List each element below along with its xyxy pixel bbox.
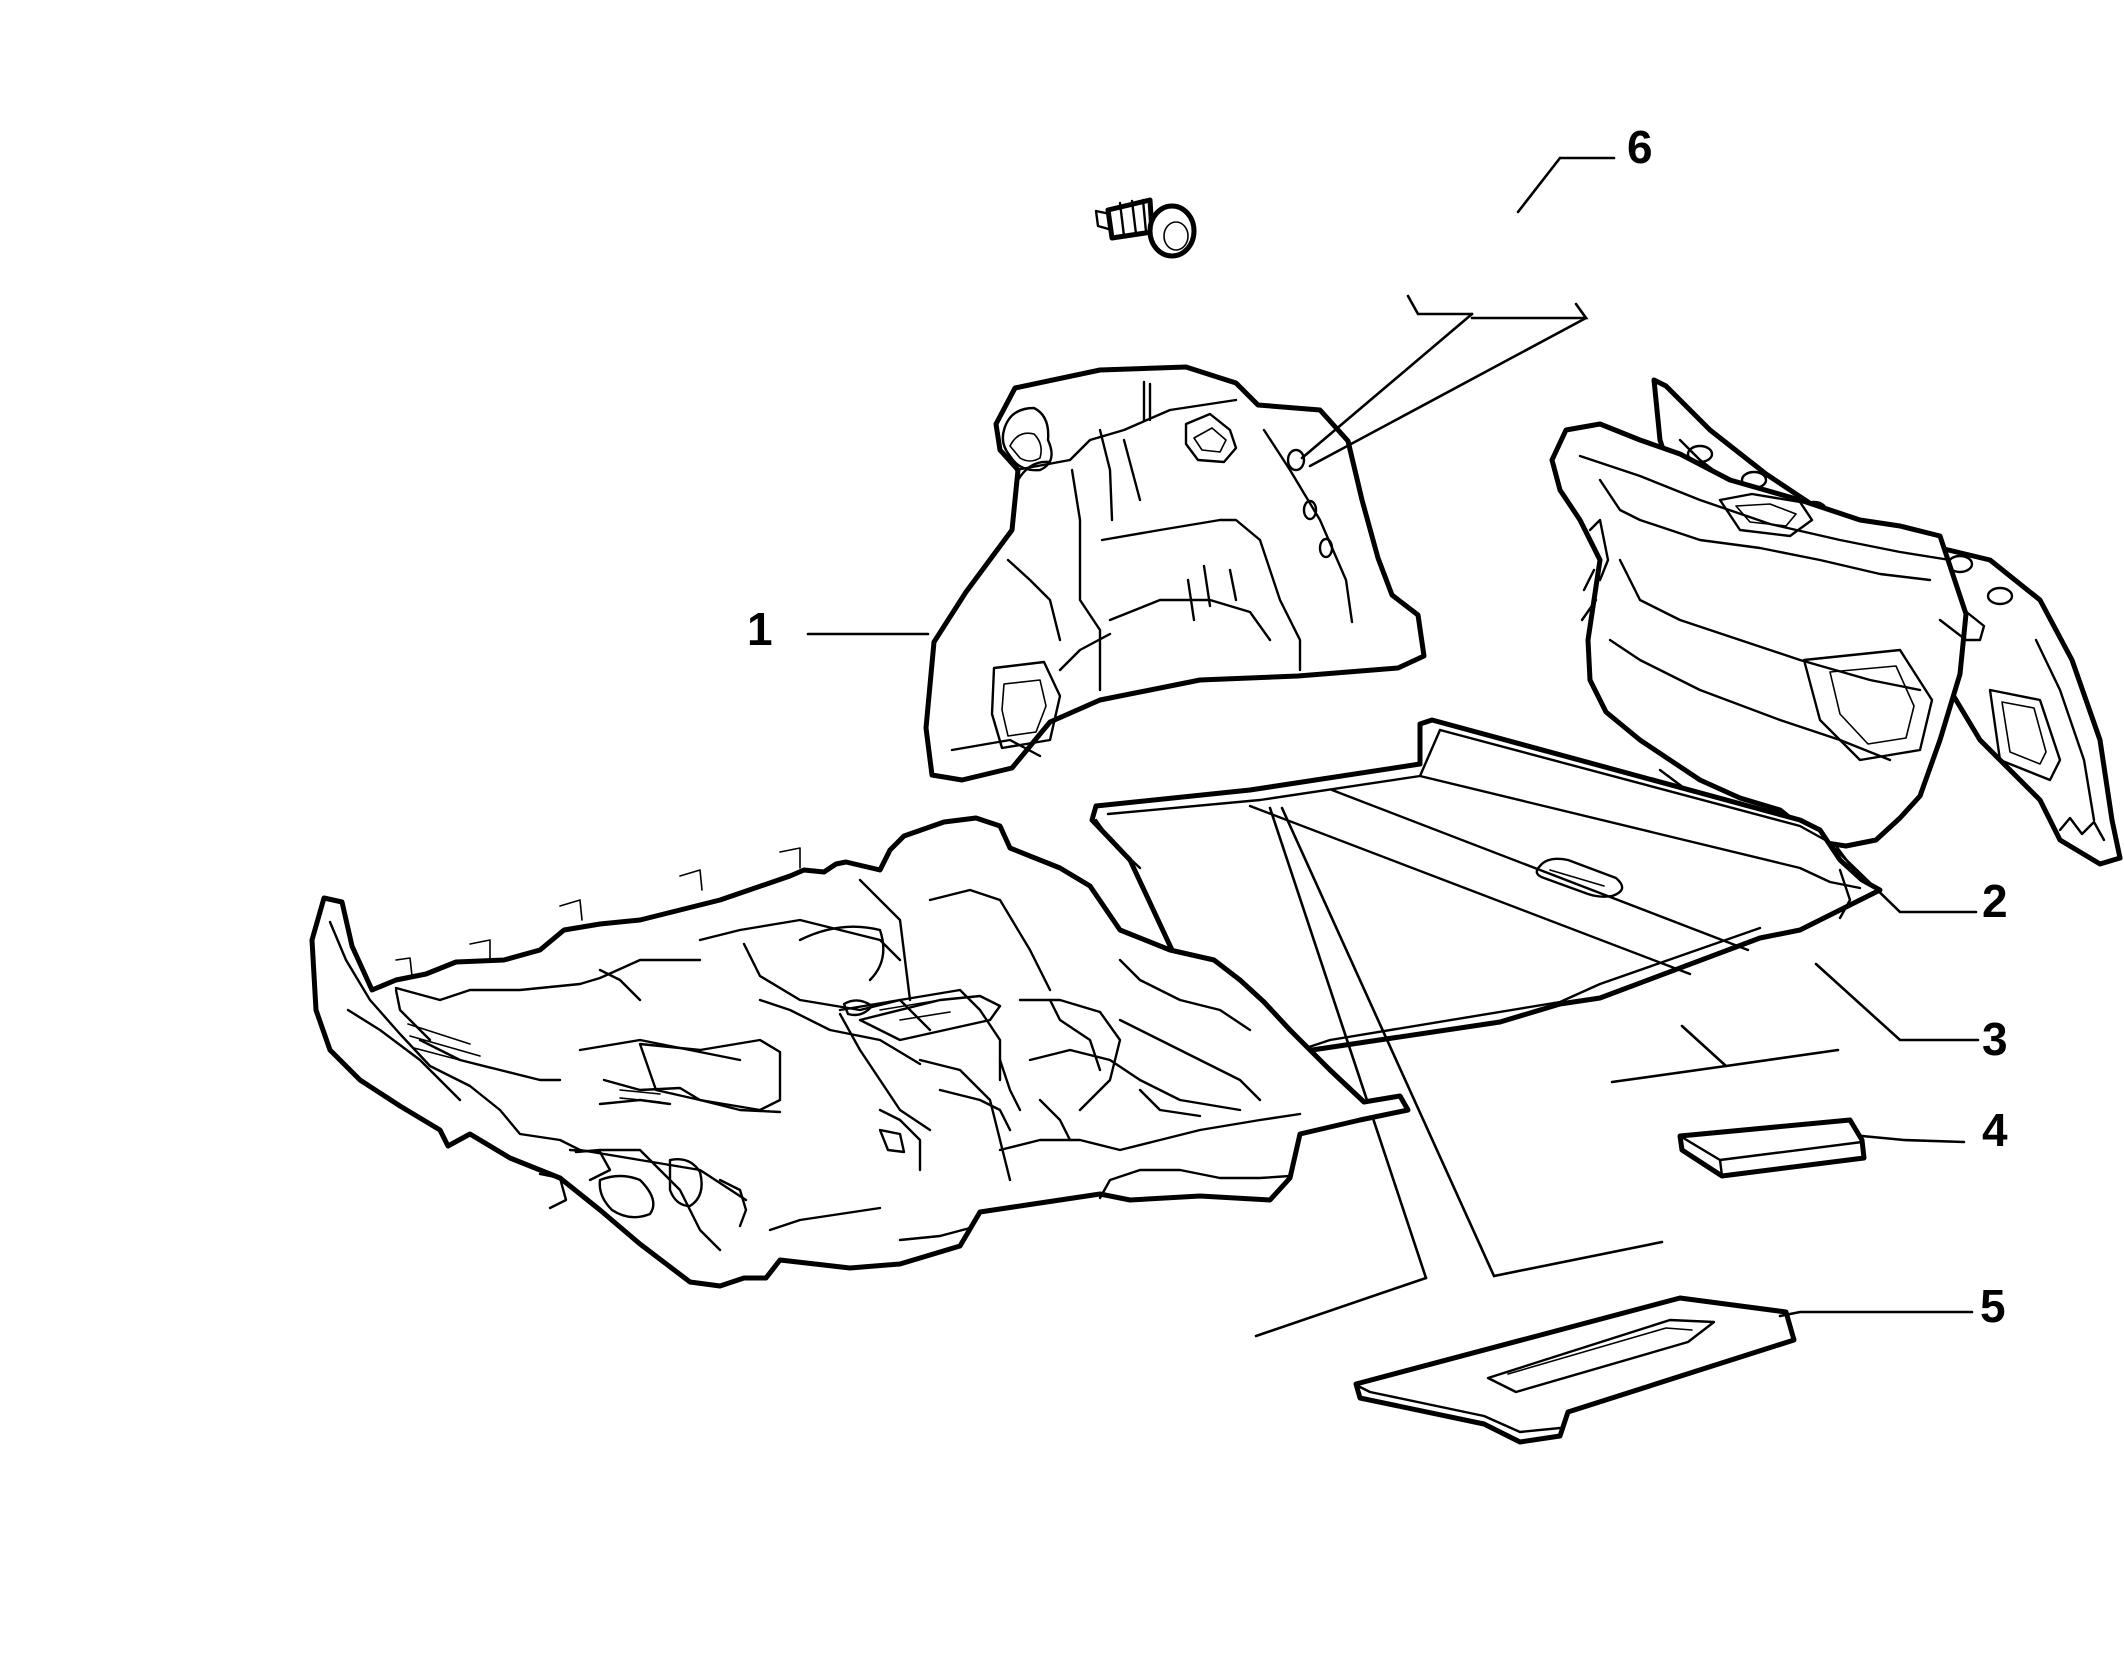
part-3-boot-floor-panel: [1089, 717, 1883, 1065]
part-6-leader-bracket: [1300, 294, 1589, 468]
callout-3: 3: [1982, 1013, 2008, 1065]
part-2-right-wheelarch-trim: [1549, 377, 2123, 867]
callout-6: 6: [1627, 121, 1653, 173]
callout-1: 1: [747, 603, 773, 655]
part-2-leader: [1830, 844, 1978, 914]
part-3-leader-lines: [1610, 962, 1980, 1084]
part-1-left-wheelarch-trim: [923, 364, 1427, 783]
callout-5: 5: [1980, 1280, 2006, 1332]
part-4-pad: [1677, 1117, 1966, 1179]
callout-2: 2: [1982, 875, 2008, 927]
part-6-clip: [1094, 197, 1197, 259]
callout-4: 4: [1982, 1104, 2008, 1156]
part-6-leader: [1516, 156, 1616, 214]
main-floor-carpet: [309, 815, 1411, 1289]
part-5-floor-mat: [1254, 806, 1974, 1445]
